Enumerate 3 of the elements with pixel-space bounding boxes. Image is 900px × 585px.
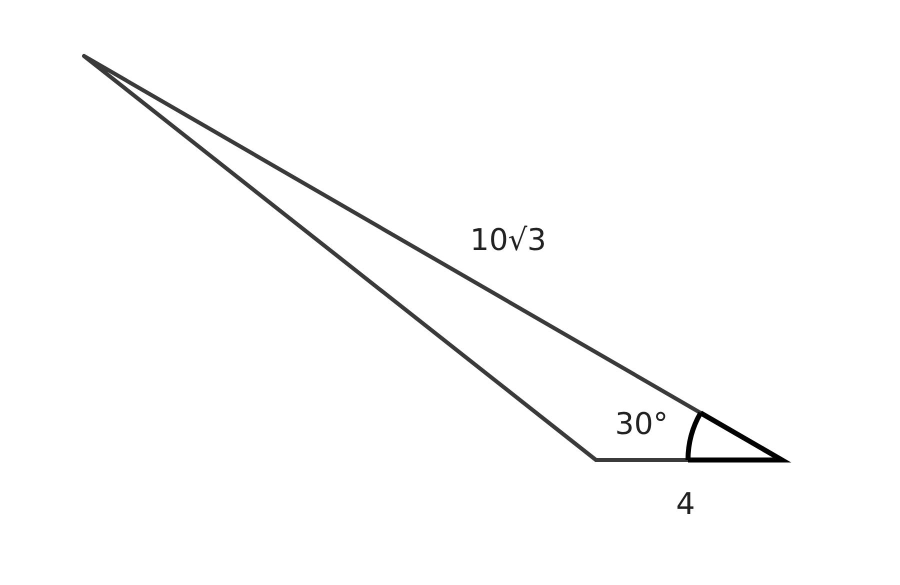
measure-label: 30° [615, 410, 668, 440]
measure-label: 10√3 [470, 226, 546, 256]
measure-label: 4 [676, 490, 696, 520]
